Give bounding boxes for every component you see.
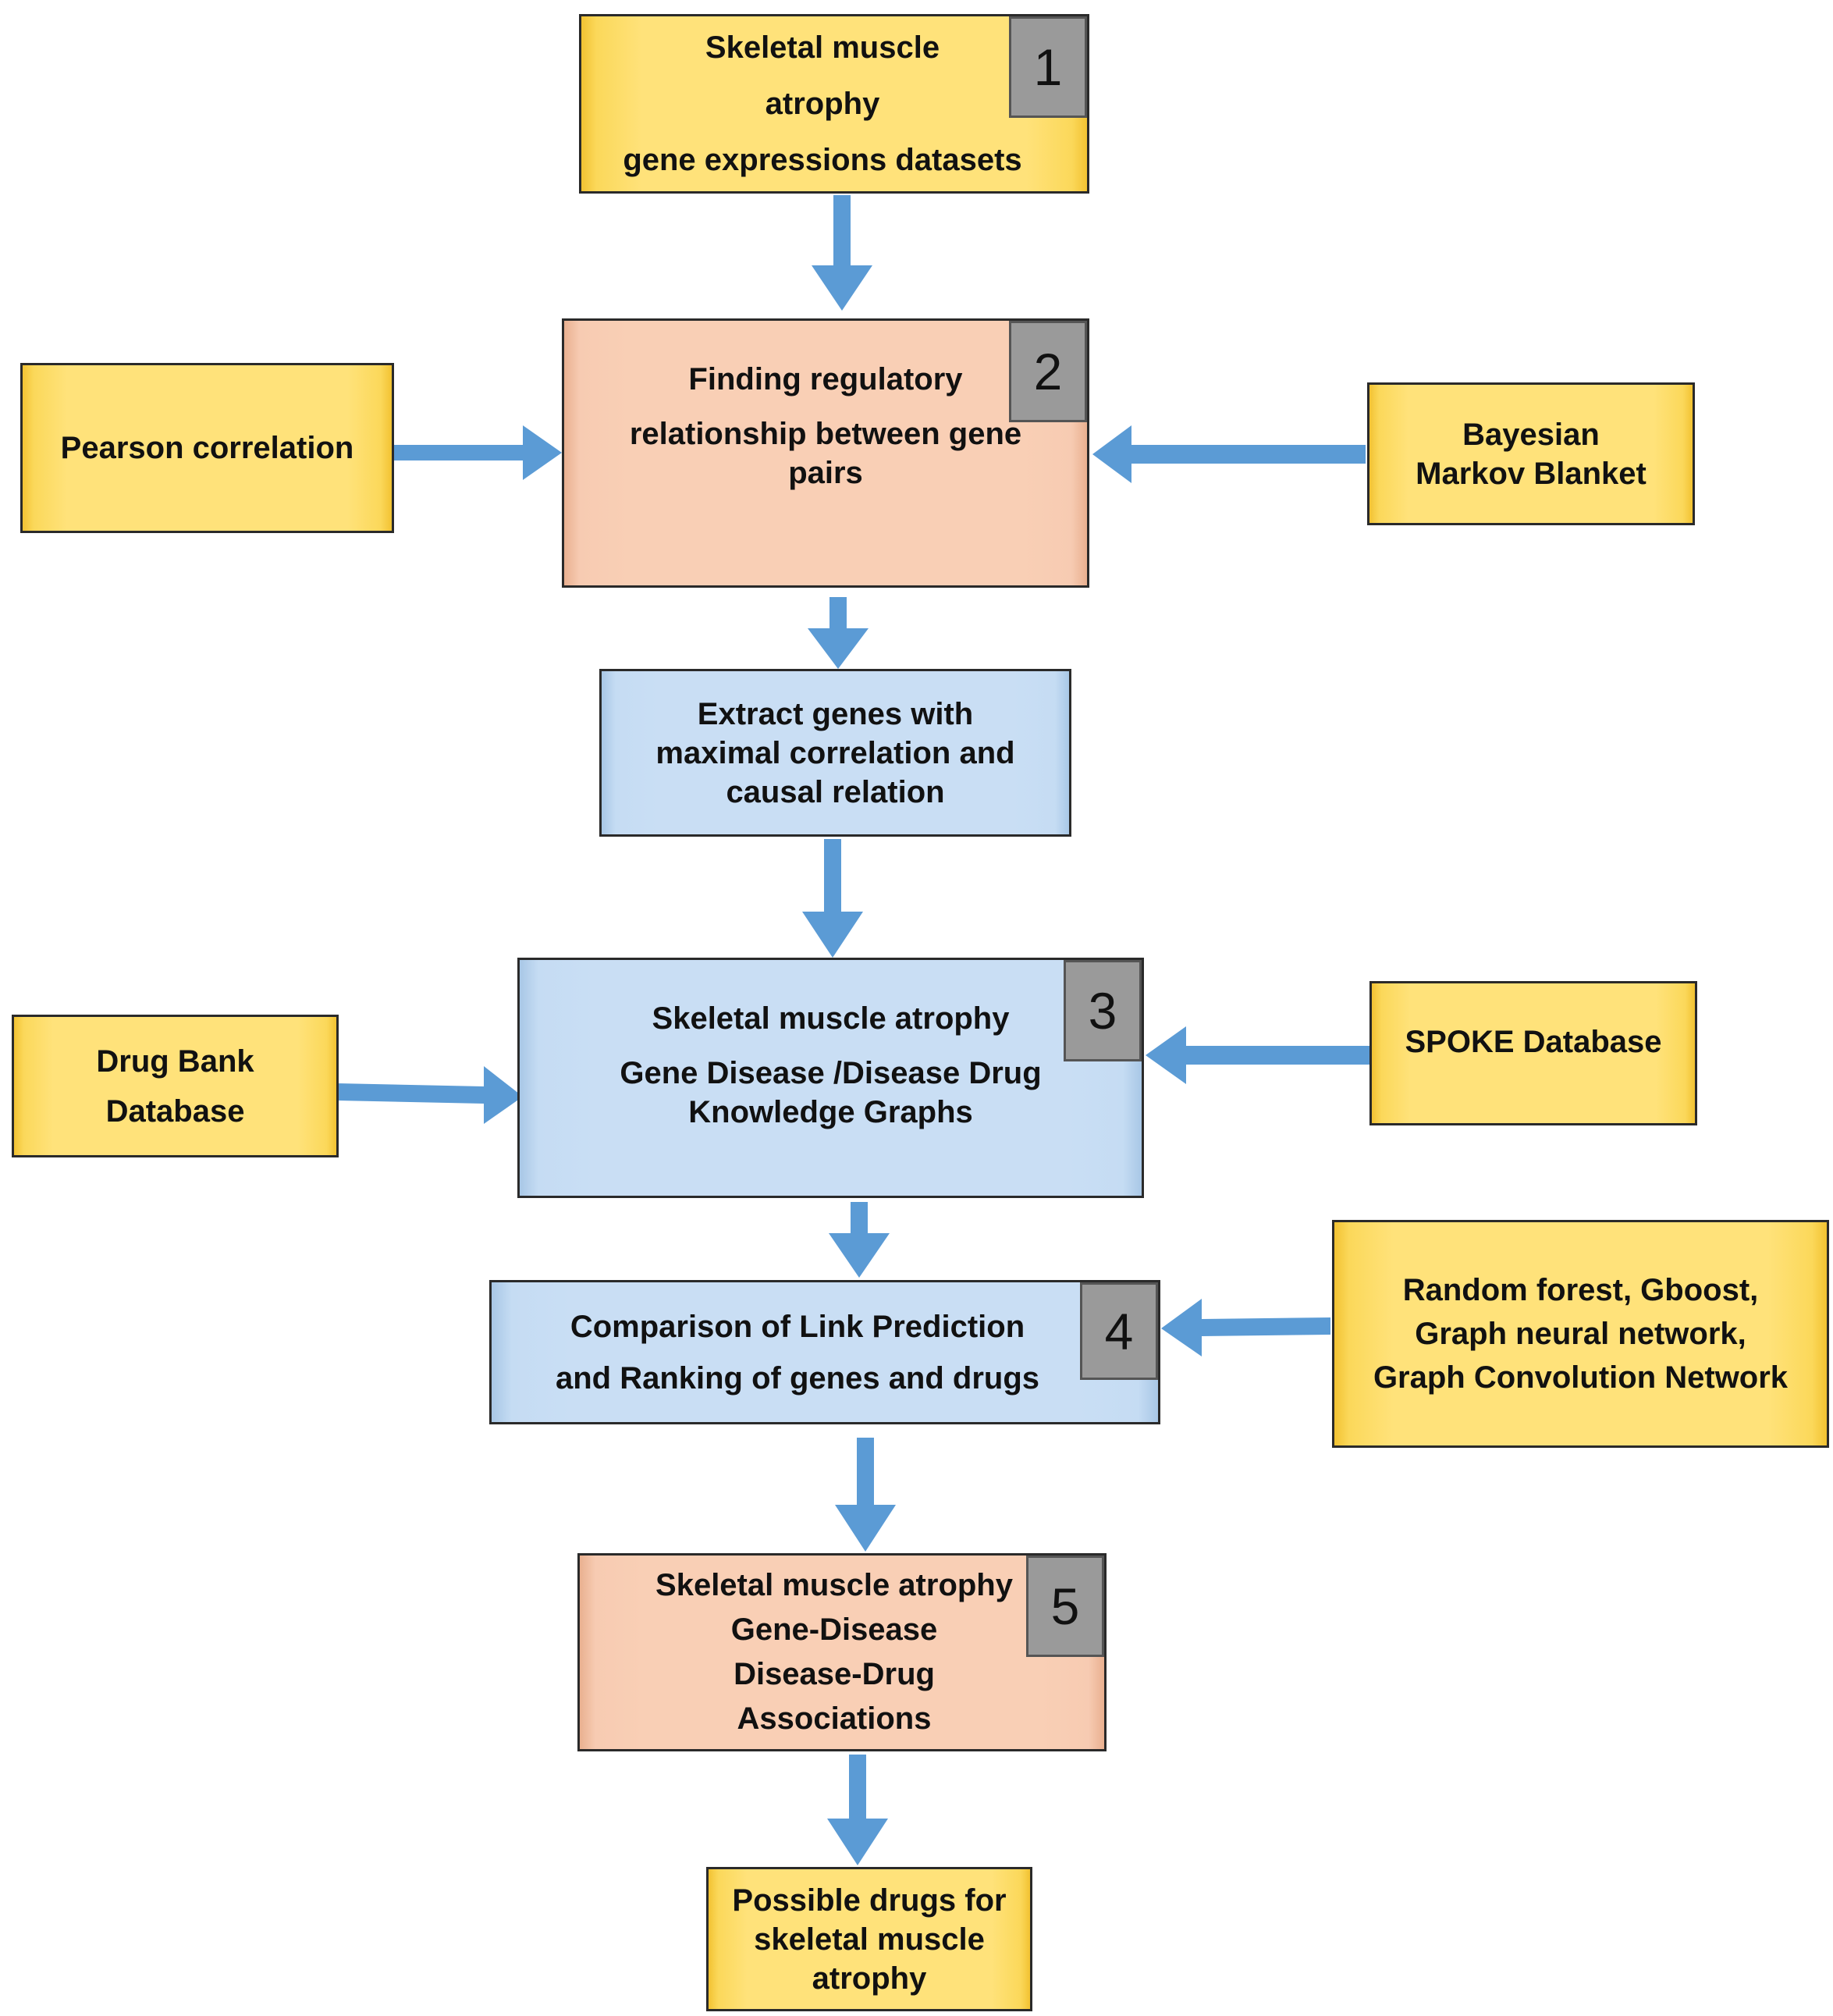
node-associations-text: Skeletal muscle atrophy Gene-Disease Dis… (655, 1568, 1013, 1736)
node-drug-bank-database-text: Drug Bank Database (96, 1044, 254, 1129)
step-badge-3: 3 (1064, 960, 1142, 1061)
node-possible-drugs: Possible drugs for skeletal muscle atrop… (706, 1867, 1032, 2011)
step-badge-2: 2 (1009, 321, 1087, 422)
node-pearson-correlation-text: Pearson correlation (60, 431, 354, 465)
arrow-graphs-to-linkprediction (829, 1202, 890, 1278)
arrow-datasets-to-regulatory (812, 195, 872, 311)
arrow-spoke-to-graphs (1146, 1026, 1369, 1084)
arrow-linkprediction-to-associations (835, 1438, 896, 1552)
node-link-prediction: Comparison of Link Prediction and Rankin… (489, 1280, 1160, 1424)
node-bayesian-markov-blanket: Bayesian Markov Blanket (1367, 382, 1695, 525)
node-pearson-correlation: Pearson correlation (20, 363, 394, 533)
node-link-prediction-text: Comparison of Link Prediction and Rankin… (555, 1309, 1040, 1396)
arrow-drugbank-to-graphs (337, 1066, 523, 1124)
arrow-regulatory-to-extract (808, 597, 869, 669)
node-knowledge-graphs-text: Skeletal muscle atrophy Gene Disease /Di… (620, 1001, 1042, 1129)
arrow-pearson-to-regulatory (394, 425, 562, 480)
node-spoke-database-text: SPOKE Database (1405, 1025, 1662, 1059)
node-associations: Skeletal muscle atrophy Gene-Disease Dis… (577, 1553, 1107, 1751)
node-possible-drugs-text: Possible drugs for skeletal muscle atrop… (732, 1883, 1007, 1996)
node-knowledge-graphs: Skeletal muscle atrophy Gene Disease /Di… (517, 958, 1144, 1198)
node-spoke-database: SPOKE Database (1369, 981, 1697, 1125)
node-regulatory-relationship: Finding regulatory relationship between … (562, 318, 1089, 588)
step-badge-1: 1 (1009, 16, 1087, 118)
node-extract-genes-text: Extract genes with maximal correlation a… (655, 696, 1015, 809)
node-drug-bank-database: Drug Bank Database (12, 1015, 339, 1157)
node-gene-expression-datasets-text: Skeletal muscle atrophy gene expressions… (623, 30, 1022, 177)
step-badge-5: 5 (1026, 1556, 1104, 1657)
arrow-extract-to-graphs (802, 839, 863, 958)
node-prediction-models-text: Random forest, Gboost, Graph neural netw… (1373, 1273, 1789, 1395)
node-regulatory-relationship-text: Finding regulatory relationship between … (629, 362, 1022, 490)
step-badge-4: 4 (1080, 1282, 1158, 1380)
arrow-associations-to-drugs (827, 1755, 888, 1865)
node-bayesian-markov-blanket-text: Bayesian Markov Blanket (1416, 417, 1647, 491)
node-gene-expression-datasets: Skeletal muscle atrophy gene expressions… (579, 14, 1089, 194)
arrow-models-to-linkprediction (1161, 1299, 1330, 1356)
node-prediction-models: Random forest, Gboost, Graph neural netw… (1332, 1220, 1829, 1448)
node-extract-genes: Extract genes with maximal correlation a… (599, 669, 1071, 837)
arrow-bayesian-to-regulatory (1092, 425, 1366, 483)
